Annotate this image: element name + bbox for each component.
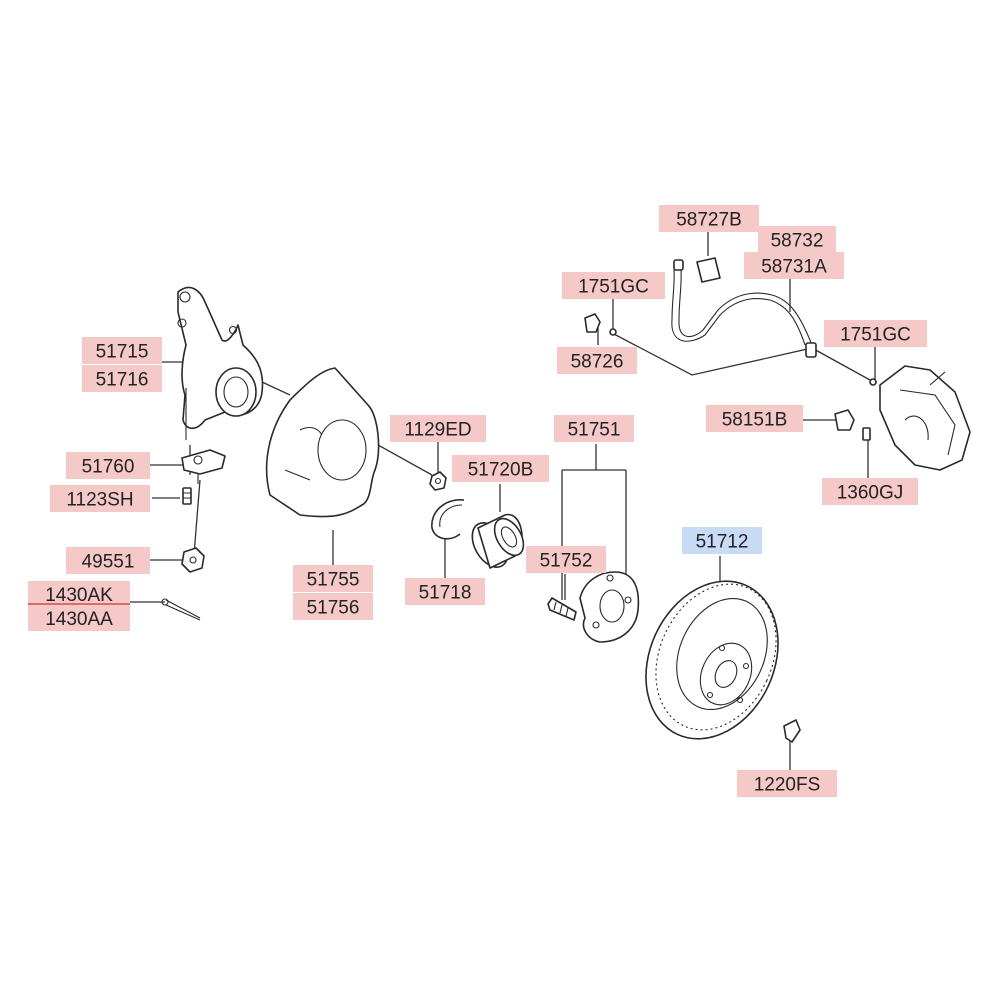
- label-58731A-bg: [744, 252, 844, 279]
- label-1430AA[interactable]: 1430AA: [45, 609, 113, 630]
- label-58726-bg: [557, 347, 637, 374]
- hub-bolt: [547, 597, 577, 621]
- label-58151B-bg: [706, 405, 803, 432]
- bleeder-screw: [834, 409, 855, 431]
- label-51755-bg: [293, 565, 373, 592]
- wheel-bearing: [471, 513, 525, 569]
- label-51712[interactable]: 51712: [696, 532, 749, 553]
- snap-ring: [431, 499, 465, 540]
- label-51751-bg: [554, 415, 634, 442]
- label-51720B[interactable]: 51720B: [468, 460, 534, 481]
- label-51720B-bg: [452, 455, 549, 482]
- label-51716[interactable]: 51716: [96, 370, 149, 391]
- wheel-hub: [579, 571, 640, 643]
- label-1220FS-bg: [737, 770, 837, 797]
- label-51756[interactable]: 51756: [307, 598, 360, 619]
- label-58732-bg: [758, 226, 836, 253]
- label-58731A[interactable]: 58731A: [761, 257, 827, 278]
- labels: 58727B 58732 58731A 1751GC 1751GC 58726 …: [28, 205, 927, 797]
- label-51716-bg: [82, 365, 162, 392]
- label-1360GJ[interactable]: 1360GJ: [837, 483, 904, 504]
- caliper-pin: [862, 427, 871, 441]
- label-51751[interactable]: 51751: [568, 420, 621, 441]
- label-58151B[interactable]: 58151B: [722, 410, 788, 431]
- label-1360GJ-bg: [822, 478, 918, 505]
- ball-joint: [181, 449, 226, 484]
- bolt-1123SH: [182, 487, 192, 505]
- label-58732[interactable]: 58732: [771, 231, 824, 252]
- banjo-bolt: [584, 313, 601, 333]
- bolt-1129ED: [429, 471, 447, 491]
- nut-49551: [181, 547, 205, 573]
- label-1129ED[interactable]: 1129ED: [404, 420, 471, 441]
- label-51760[interactable]: 51760: [82, 457, 135, 478]
- brake-caliper: [879, 365, 971, 471]
- label-1430AK[interactable]: 1430AK: [45, 585, 113, 606]
- label-1430AA-bg: [28, 605, 130, 631]
- label-51718-bg: [405, 578, 485, 605]
- label-58727B[interactable]: 58727B: [676, 210, 742, 231]
- label-51760-bg: [66, 452, 150, 479]
- label-51718[interactable]: 51718: [419, 583, 472, 604]
- label-1123SH[interactable]: 1123SH: [66, 490, 133, 511]
- label-49551[interactable]: 49551: [82, 552, 135, 573]
- label-1751GC-right[interactable]: 1751GC: [840, 325, 911, 346]
- label-1129ED-bg: [390, 415, 486, 442]
- label-51752-bg: [526, 546, 606, 573]
- label-51756-bg: [293, 593, 373, 620]
- label-51712-bg: [682, 527, 762, 554]
- label-1220FS[interactable]: 1220FS: [754, 775, 821, 796]
- washer-1751gc-top: [609, 328, 617, 336]
- label-1430AK-bg: [28, 581, 130, 607]
- dust-cover: [265, 367, 380, 518]
- label-51715-bg: [82, 337, 162, 364]
- label-51715[interactable]: 51715: [96, 342, 149, 363]
- label-58727B-bg: [659, 205, 759, 232]
- label-51755[interactable]: 51755: [307, 570, 360, 591]
- label-49551-bg: [66, 547, 150, 574]
- disc-screw: [783, 719, 801, 743]
- steering-knuckle: [177, 286, 264, 440]
- label-1751GC-top[interactable]: 1751GC: [578, 277, 649, 298]
- brake-disc: [645, 580, 779, 740]
- label-1123SH-bg: [50, 485, 150, 512]
- brake-hose: [671, 257, 817, 358]
- cotter-pin: [161, 598, 201, 621]
- label-1751GC-right-bg: [824, 320, 927, 347]
- label-51752[interactable]: 51752: [540, 551, 593, 572]
- label-58726[interactable]: 58726: [571, 352, 624, 373]
- label-1751GC-top-bg: [562, 272, 665, 299]
- washer-1751gc-right: [869, 378, 877, 386]
